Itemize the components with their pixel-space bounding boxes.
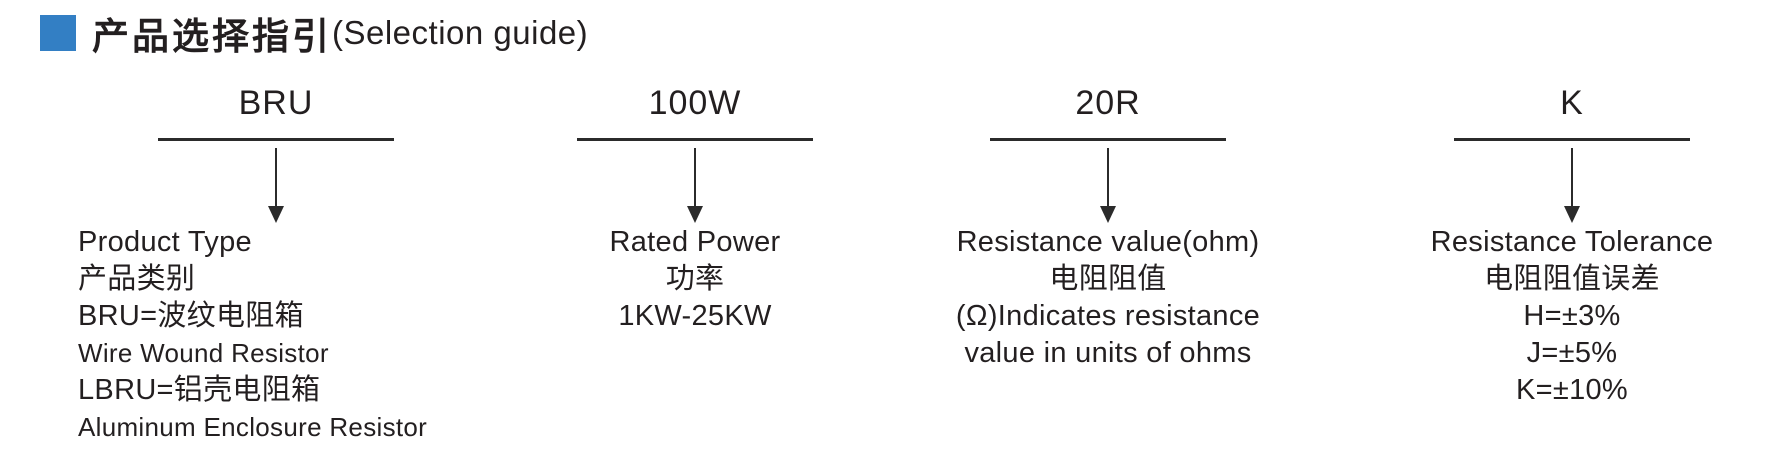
down-arrow-icon (686, 148, 704, 224)
section-bullet-icon (40, 15, 76, 51)
column-rated-power: 100W Rated Power 功率 1KW-25KW (475, 75, 915, 455)
underline-rule (1454, 138, 1690, 141)
code-label: K (1560, 84, 1584, 122)
desc-line: 产品类别 (78, 263, 196, 295)
underline-rule (990, 138, 1226, 141)
down-arrow-icon (1099, 148, 1117, 224)
desc-line: 电阻阻值误差 (1484, 263, 1660, 295)
down-arrow-icon (267, 148, 285, 224)
section-title-zh: 产品选择指引 (92, 16, 332, 57)
code-label: 100W (648, 84, 742, 122)
desc-line: 电阻阻值 (1049, 263, 1167, 295)
desc-line: 1KW-25KW (618, 300, 772, 332)
desc-line: 功率 (665, 263, 725, 295)
desc-line: H=±3% (1523, 300, 1621, 332)
down-arrow-icon (1563, 148, 1581, 224)
desc-line: Aluminum Enclosure Resistor (78, 412, 428, 442)
desc-line: Wire Wound Resistor (78, 338, 329, 368)
desc-line: value in units of ohms (964, 337, 1252, 369)
description-block: Resistance Tolerance 电阻阻值误差 H=±3% J=±5% … (1352, 224, 1783, 409)
desc-line: Rated Power (609, 226, 781, 258)
desc-line: Resistance value(ohm) (956, 226, 1260, 258)
section-title-en: (Selection guide) (332, 14, 589, 51)
description-block: Product Type 产品类别 BRU=波纹电阻箱 Wire Wound R… (56, 224, 496, 446)
column-product-type: BRU Product Type 产品类别 BRU=波纹电阻箱 Wire Wou… (56, 75, 496, 455)
code-label: BRU (238, 84, 314, 122)
desc-line: J=±5% (1526, 337, 1618, 369)
desc-line: (Ω)Indicates resistance (955, 300, 1261, 332)
section-header: 产品选择指引(Selection guide) (40, 6, 588, 60)
underline-rule (577, 138, 813, 141)
desc-line: LBRU=铝壳电阻箱 (78, 374, 321, 406)
column-resistance-tolerance: K Resistance Tolerance 电阻阻值误差 H=±3% J=±5… (1352, 75, 1783, 455)
description-block: Rated Power 功率 1KW-25KW (475, 224, 915, 335)
column-resistance-value: 20R Resistance value(ohm) 电阻阻值 (Ω)Indica… (888, 75, 1328, 455)
desc-line: Product Type (78, 226, 252, 258)
code-label: 20R (1075, 84, 1141, 122)
desc-line: Resistance Tolerance (1430, 226, 1714, 258)
underline-rule (158, 138, 394, 141)
desc-line: BRU=波纹电阻箱 (78, 300, 304, 332)
description-block: Resistance value(ohm) 电阻阻值 (Ω)Indicates … (888, 224, 1328, 372)
desc-line: K=±10% (1515, 374, 1629, 406)
